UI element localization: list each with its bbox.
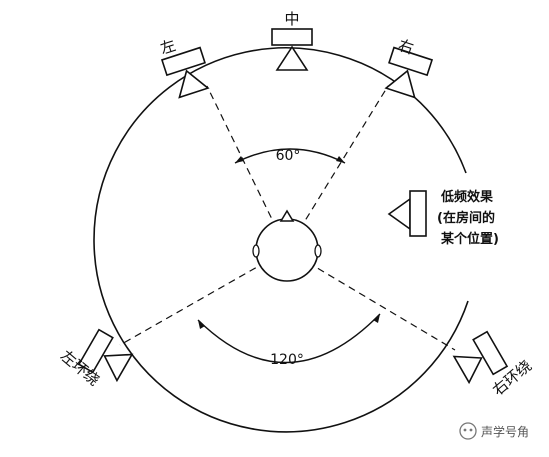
rear-angle-arrow-left: [198, 320, 205, 329]
watermark: 声学号角: [459, 422, 529, 440]
left-speaker-cone: [178, 69, 210, 99]
subwoofer: [387, 190, 427, 237]
right-surround-speaker-cone: [452, 355, 483, 385]
watermark-text: 声学号角: [481, 424, 529, 439]
left-surround-speaker-cone: [103, 353, 134, 383]
front-angle-arc: [234, 148, 346, 164]
watermark-logo-dot-2: [469, 428, 473, 432]
subwoofer-title: 低频效果: [440, 189, 493, 205]
line-to-left-surround: [119, 249, 288, 346]
left-surround-speaker-box: [77, 328, 114, 374]
left-speaker-label: 左: [158, 36, 178, 58]
rear-angle-arc: [197, 313, 381, 364]
front-angle-arrow-left: [235, 156, 244, 163]
right-surround-speaker: [452, 330, 509, 385]
nose-icon: [279, 209, 295, 222]
right-speaker-box: [388, 46, 434, 77]
left-surround-speaker: [77, 328, 134, 383]
front-angle-arrow-right: [336, 156, 345, 163]
front-angle-label: 60°: [276, 148, 301, 164]
watermark-logo-dot: [463, 428, 467, 432]
right-speaker-cone: [384, 69, 416, 99]
line-to-right: [286, 85, 389, 251]
center-speaker-label: 中: [284, 10, 299, 28]
line-to-right-surround: [286, 249, 456, 351]
subwoofer-note-line1: (在房间的: [437, 210, 495, 226]
subwoofer-cone: [387, 197, 411, 231]
right-surround-speaker-box: [472, 330, 509, 376]
left-speaker: [160, 46, 210, 99]
right-speaker-label: 右: [396, 36, 416, 58]
center-speaker: [271, 28, 313, 71]
listener-head: [252, 209, 322, 282]
right-speaker: [384, 46, 434, 99]
center-speaker-box: [271, 28, 313, 46]
rear-angle-arrow-right: [373, 314, 380, 323]
left-ear-icon: [252, 244, 260, 258]
watermark-logo-icon: [459, 422, 477, 440]
right-ear-icon: [314, 244, 322, 258]
center-speaker-cone: [275, 45, 309, 71]
left-speaker-box: [160, 46, 206, 77]
rear-angle-label: 120°: [270, 352, 304, 368]
subwoofer-box: [409, 190, 427, 237]
room-circle: [93, 47, 469, 433]
subwoofer-note-line2: 某个位置): [440, 231, 499, 247]
